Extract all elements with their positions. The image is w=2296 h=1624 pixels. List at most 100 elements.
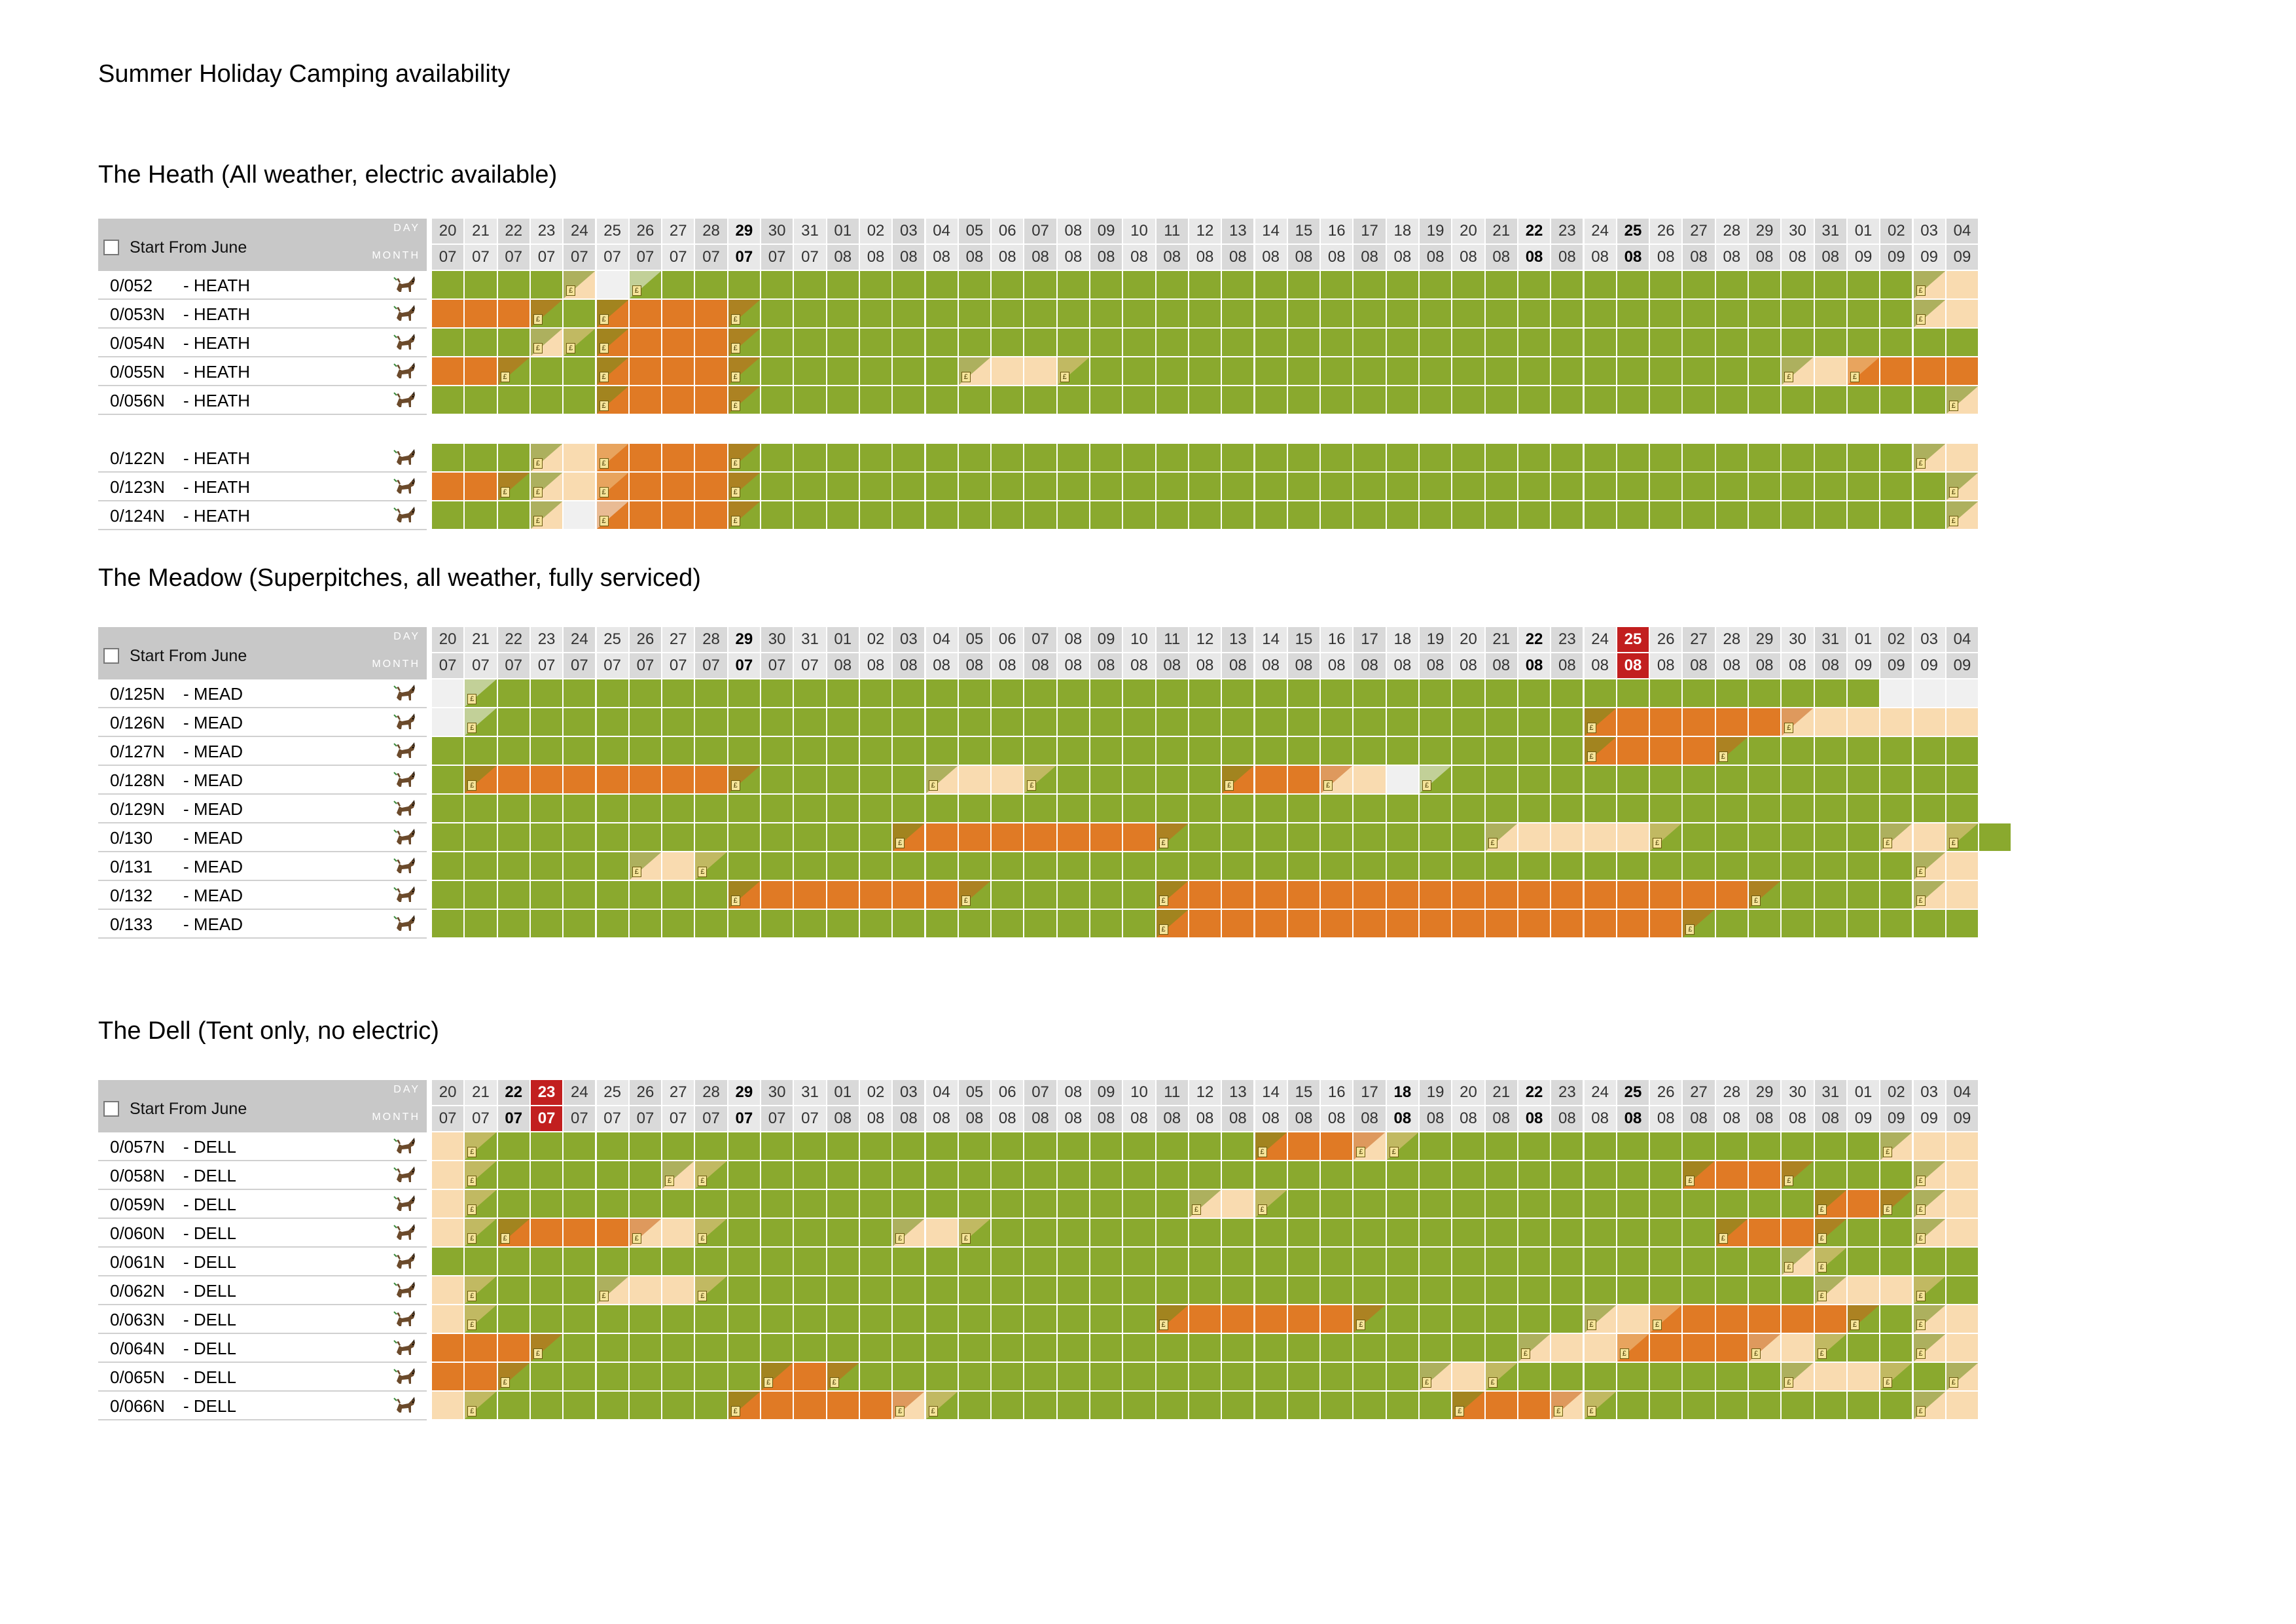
availability-cell[interactable] [827, 1276, 860, 1305]
availability-cell[interactable]: £ [728, 386, 761, 415]
availability-cell[interactable] [761, 766, 795, 795]
availability-cell[interactable] [992, 910, 1025, 939]
availability-cell[interactable] [1255, 737, 1288, 766]
availability-cell[interactable] [1354, 329, 1387, 357]
availability-cell[interactable] [1683, 1392, 1716, 1420]
availability-cell[interactable] [1287, 1219, 1321, 1248]
availability-cell[interactable]: £ [465, 766, 498, 795]
availability-cell[interactable] [1485, 795, 1518, 823]
availability-cell[interactable] [1946, 444, 1980, 473]
availability-cell[interactable] [1847, 300, 1881, 329]
availability-cell[interactable] [1420, 823, 1453, 852]
availability-cell[interactable] [564, 1248, 597, 1276]
availability-cell[interactable] [1255, 329, 1288, 357]
availability-cell[interactable] [794, 708, 827, 737]
availability-cell[interactable] [925, 737, 959, 766]
availability-cell[interactable] [1255, 1248, 1288, 1276]
availability-cell[interactable] [827, 910, 860, 939]
availability-cell[interactable] [1287, 679, 1321, 708]
availability-cell[interactable]: £ [1485, 1363, 1518, 1392]
availability-cell[interactable] [1287, 1161, 1321, 1190]
availability-cell[interactable] [1354, 823, 1387, 852]
availability-cell[interactable] [530, 737, 564, 766]
availability-cell[interactable] [728, 910, 761, 939]
availability-cell[interactable] [497, 766, 531, 795]
availability-cell[interactable] [1946, 1190, 1980, 1219]
availability-cell[interactable] [1057, 1305, 1090, 1334]
availability-cell[interactable] [695, 766, 728, 795]
availability-cell[interactable] [1946, 1248, 1980, 1276]
availability-cell[interactable] [497, 271, 531, 300]
availability-cell[interactable] [1189, 1276, 1223, 1305]
availability-cell[interactable] [992, 1132, 1025, 1161]
availability-cell[interactable] [1551, 1305, 1585, 1334]
availability-cell[interactable] [1617, 823, 1651, 852]
availability-cell[interactable] [925, 386, 959, 415]
availability-cell[interactable] [497, 1392, 531, 1420]
availability-cell[interactable] [958, 1392, 992, 1420]
availability-cell[interactable] [530, 1276, 564, 1305]
availability-cell[interactable] [695, 501, 728, 530]
availability-cell[interactable] [497, 1305, 531, 1334]
availability-cell[interactable] [1617, 910, 1651, 939]
availability-cell[interactable] [1057, 708, 1090, 737]
availability-cell[interactable]: £ [1683, 1161, 1716, 1190]
availability-cell[interactable] [1650, 501, 1683, 530]
availability-cell[interactable] [1485, 501, 1518, 530]
availability-cell[interactable] [530, 386, 564, 415]
availability-cell[interactable] [827, 386, 860, 415]
availability-cell[interactable] [1090, 1392, 1124, 1420]
availability-cell[interactable] [1287, 386, 1321, 415]
availability-cell[interactable] [465, 852, 498, 881]
availability-cell[interactable] [1814, 1161, 1848, 1190]
availability-cell[interactable] [1715, 1305, 1749, 1334]
availability-cell[interactable] [992, 357, 1025, 386]
availability-cell[interactable] [1913, 708, 1946, 737]
availability-cell[interactable] [761, 300, 795, 329]
availability-cell[interactable] [1024, 1305, 1058, 1334]
availability-cell[interactable] [596, 1161, 630, 1190]
availability-cell[interactable] [629, 444, 663, 473]
availability-cell[interactable] [1024, 1392, 1058, 1420]
availability-cell[interactable] [1024, 1248, 1058, 1276]
availability-cell[interactable] [1814, 881, 1848, 910]
availability-cell[interactable]: £ [728, 881, 761, 910]
availability-cell[interactable]: £ [596, 501, 630, 530]
availability-cell[interactable] [629, 795, 663, 823]
availability-cell[interactable] [1650, 1132, 1683, 1161]
availability-cell[interactable] [1551, 708, 1585, 737]
availability-cell[interactable] [1913, 1132, 1946, 1161]
availability-cell[interactable] [695, 1190, 728, 1219]
availability-cell[interactable] [1650, 881, 1683, 910]
availability-cell[interactable] [859, 329, 893, 357]
availability-cell[interactable] [465, 357, 498, 386]
availability-cell[interactable]: £ [1814, 1276, 1848, 1305]
availability-cell[interactable] [1518, 1276, 1552, 1305]
availability-cell[interactable] [1683, 852, 1716, 881]
availability-cell[interactable] [1782, 795, 1815, 823]
availability-cell[interactable] [1420, 708, 1453, 737]
availability-cell[interactable] [1287, 357, 1321, 386]
availability-cell[interactable] [893, 881, 926, 910]
availability-cell[interactable] [1189, 1392, 1223, 1420]
availability-cell[interactable] [1749, 823, 1782, 852]
availability-cell[interactable] [925, 1161, 959, 1190]
availability-cell[interactable] [1814, 1363, 1848, 1392]
availability-cell[interactable] [1715, 766, 1749, 795]
availability-cell[interactable] [662, 881, 696, 910]
availability-cell[interactable] [1090, 1132, 1124, 1161]
availability-cell[interactable] [1847, 473, 1881, 501]
availability-cell[interactable]: £ [1913, 1305, 1946, 1334]
availability-cell[interactable] [432, 1334, 465, 1363]
availability-cell[interactable]: £ [1913, 1190, 1946, 1219]
availability-cell[interactable] [695, 1248, 728, 1276]
availability-cell[interactable] [1650, 444, 1683, 473]
availability-cell[interactable] [1123, 1363, 1157, 1392]
availability-cell[interactable]: £ [1584, 1305, 1617, 1334]
availability-cell[interactable] [1354, 1248, 1387, 1276]
availability-cell[interactable] [1715, 386, 1749, 415]
availability-cell[interactable]: £ [465, 1132, 498, 1161]
availability-cell[interactable] [859, 501, 893, 530]
availability-cell[interactable] [1551, 1276, 1585, 1305]
availability-cell[interactable] [1321, 271, 1354, 300]
